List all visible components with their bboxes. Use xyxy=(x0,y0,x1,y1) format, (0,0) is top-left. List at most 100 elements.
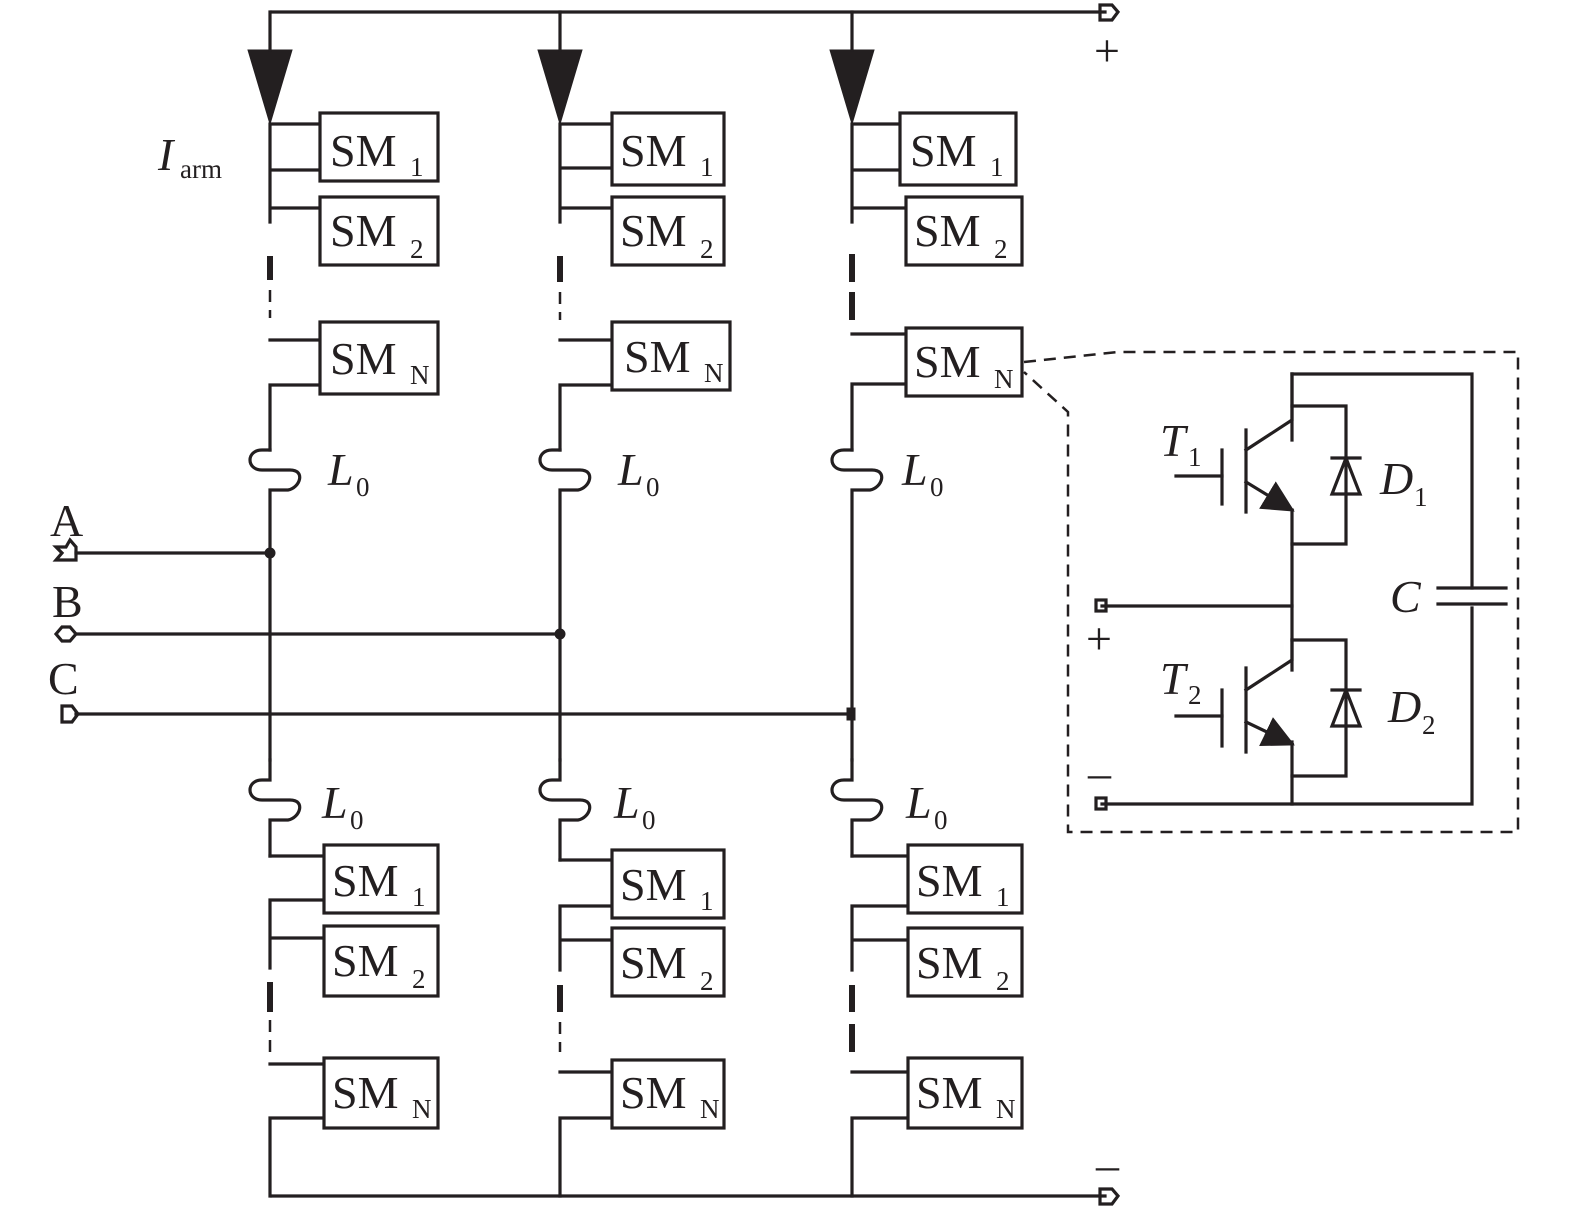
svg-text:0: 0 xyxy=(642,805,656,835)
submodule-smn: SM N xyxy=(322,1056,440,1130)
inductor-label: L xyxy=(321,777,348,828)
igbt-t1: T 1 xyxy=(1160,372,1295,514)
svg-text:SM: SM xyxy=(914,336,980,387)
svg-text:SM: SM xyxy=(332,1067,398,1118)
svg-text:N: N xyxy=(410,360,430,390)
submodule-sm2: SM 2 xyxy=(318,195,440,267)
arm-current-label: I xyxy=(157,129,176,180)
svg-text:1: 1 xyxy=(412,882,426,912)
submodule-sm2: SM 2 xyxy=(906,926,1024,998)
phase-a-label: A xyxy=(50,495,83,546)
phase-leg-b: L 0 L 0 xyxy=(537,10,660,1198)
ac-terminals: A B C xyxy=(48,495,854,724)
svg-text:SM: SM xyxy=(332,855,398,906)
t2-label: T xyxy=(1160,653,1189,704)
svg-text:SM: SM xyxy=(916,1067,982,1118)
dc-plus-label: + xyxy=(1094,25,1120,76)
svg-text:1: 1 xyxy=(996,882,1010,912)
detail-callout-border xyxy=(1023,350,1520,834)
detail-plus-terminal-icon xyxy=(1094,598,1108,613)
submodule-smn: SM N xyxy=(906,1056,1024,1130)
svg-text:SM: SM xyxy=(330,205,396,256)
svg-text:N: N xyxy=(996,1094,1016,1124)
phase-a-terminal-icon xyxy=(52,537,78,562)
diode-d2: D 2 xyxy=(1290,638,1436,778)
submodule-smn: SM N xyxy=(318,320,440,396)
svg-text:N: N xyxy=(994,364,1014,394)
svg-text:2: 2 xyxy=(700,966,714,996)
svg-text:2: 2 xyxy=(412,964,426,994)
inductor-label: L xyxy=(327,444,354,495)
negative-terminal-icon xyxy=(1098,1187,1121,1206)
svg-text:SM: SM xyxy=(916,937,982,988)
phase-leg-c: L 0 L 0 xyxy=(829,10,948,1198)
svg-text:SM: SM xyxy=(620,937,686,988)
svg-text:1: 1 xyxy=(700,152,714,182)
svg-text:2: 2 xyxy=(410,234,424,264)
svg-text:SM: SM xyxy=(620,859,686,910)
capacitor-label: C xyxy=(1390,571,1422,622)
submodule-sm2: SM 2 xyxy=(322,924,440,998)
svg-text:1: 1 xyxy=(1188,442,1202,472)
inductor-label: L xyxy=(901,444,928,495)
svg-text:SM: SM xyxy=(916,855,982,906)
submodule-sm1: SM 1 xyxy=(322,843,440,915)
arm-current-subscript: arm xyxy=(180,154,222,184)
detail-minus-label: – xyxy=(1087,747,1112,798)
detail-minus-terminal-icon xyxy=(1094,796,1108,811)
arm-current-arrow-icon xyxy=(537,49,583,126)
svg-text:N: N xyxy=(700,1094,720,1124)
svg-text:1: 1 xyxy=(700,886,714,916)
positive-terminal-icon xyxy=(1098,3,1121,22)
svg-text:N: N xyxy=(704,358,724,388)
svg-text:SM: SM xyxy=(620,205,686,256)
svg-text:2: 2 xyxy=(994,234,1008,264)
svg-text:1: 1 xyxy=(410,152,424,182)
t1-label: T xyxy=(1160,415,1189,466)
svg-text:SM: SM xyxy=(620,1067,686,1118)
submodule-smn: SM N xyxy=(610,320,732,392)
detail-plus-label: + xyxy=(1086,613,1112,664)
submodule-smn: SM N xyxy=(610,1058,726,1130)
submodule-smn: SM N xyxy=(904,326,1024,398)
diode-d1: D 1 xyxy=(1290,404,1428,546)
svg-text:N: N xyxy=(412,1094,432,1124)
submodule-sm2: SM 2 xyxy=(610,926,726,998)
svg-text:0: 0 xyxy=(934,805,948,835)
inductor-label: L xyxy=(613,777,640,828)
svg-text:2: 2 xyxy=(1422,710,1436,740)
igbt-t2: T 2 xyxy=(1160,638,1295,754)
inductor-label: L xyxy=(905,777,932,828)
submodule-sm1: SM 1 xyxy=(610,848,726,920)
svg-text:SM: SM xyxy=(624,331,690,382)
dc-bus: + – xyxy=(270,3,1121,1206)
arm-current-arrow-icon xyxy=(247,49,293,126)
svg-text:SM: SM xyxy=(330,333,396,384)
d1-label: D xyxy=(1379,453,1413,504)
svg-text:2: 2 xyxy=(996,966,1010,996)
arm-current-arrow-icon xyxy=(829,49,875,126)
submodule-detail: T 1 D 1 T 2 D 2 xyxy=(1023,350,1520,834)
submodule-sm1: SM 1 xyxy=(906,843,1024,915)
svg-text:SM: SM xyxy=(910,125,976,176)
submodule-sm1: SM 1 xyxy=(610,111,726,187)
svg-text:0: 0 xyxy=(930,472,944,502)
svg-text:1: 1 xyxy=(990,152,1004,182)
svg-text:SM: SM xyxy=(914,205,980,256)
d2-label: D xyxy=(1387,681,1421,732)
svg-text:SM: SM xyxy=(332,935,398,986)
phase-b-label: B xyxy=(52,576,83,627)
svg-text:0: 0 xyxy=(356,472,370,502)
svg-text:0: 0 xyxy=(350,805,364,835)
inductor-label: L xyxy=(617,444,644,495)
svg-text:2: 2 xyxy=(1188,680,1202,710)
phase-c-terminal-icon xyxy=(60,704,80,724)
svg-text:SM: SM xyxy=(620,125,686,176)
submodule-sm2: SM 2 xyxy=(610,195,726,267)
dc-minus-label: – xyxy=(1095,1139,1120,1190)
svg-text:2: 2 xyxy=(700,234,714,264)
capacitor: C xyxy=(1390,571,1508,622)
